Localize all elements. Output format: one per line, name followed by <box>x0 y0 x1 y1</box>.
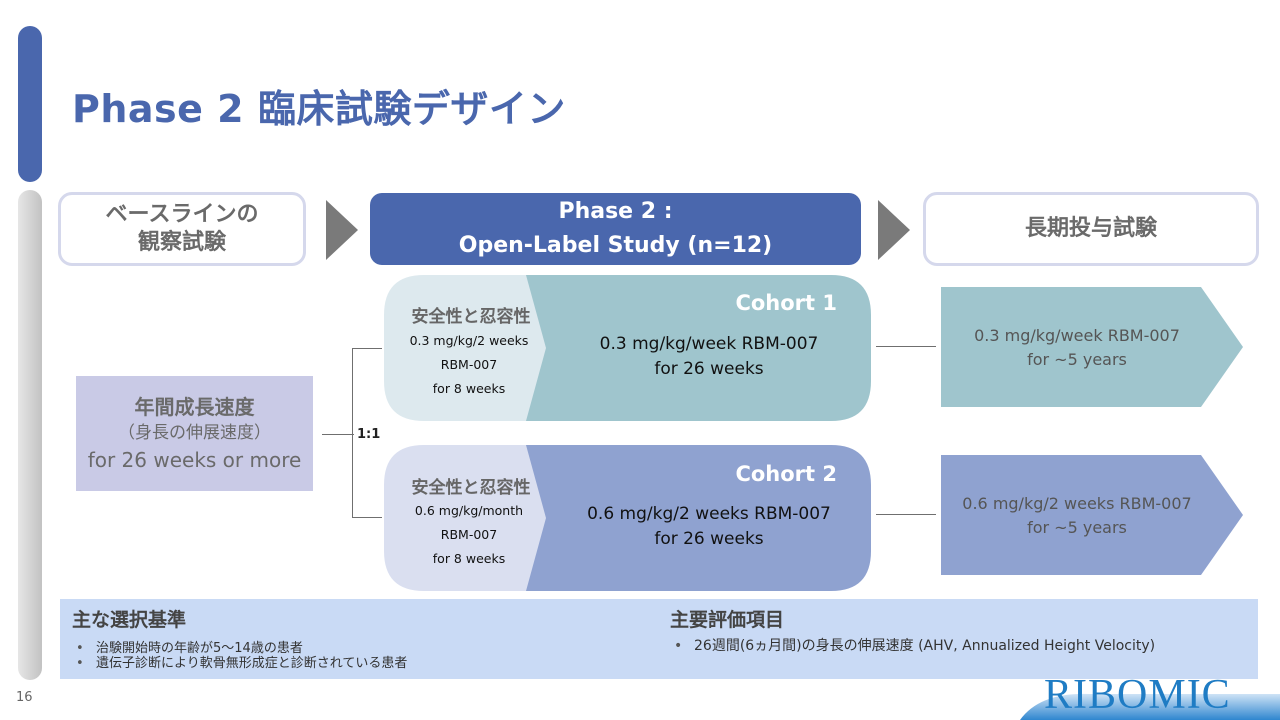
inclusion-criteria-title: 主な選択基準 <box>72 609 187 631</box>
cohort-2-duration: for 26 weeks <box>654 529 764 549</box>
long-term-1-duration: for ~5 years <box>1027 350 1127 369</box>
cohort-2-dose: 0.6 mg/kg/2 weeks RBM-007 for 26 weeks <box>554 502 864 552</box>
page-title: Phase 2 臨床試験デザイン <box>72 87 566 131</box>
cohort-2-safety-dose: 0.6 mg/kg/month RBM-007 for 8 weeks <box>394 499 544 571</box>
cohort-1-safety-title: 安全性と忍容性 <box>411 307 531 327</box>
connector-line <box>876 346 936 347</box>
connector-line <box>352 348 353 518</box>
stage-phase2-line1: Phase 2 : <box>558 199 673 224</box>
long-term-arrow-1-shape <box>941 287 1243 407</box>
title-accent-bar <box>18 26 42 182</box>
cohort-1-label: Cohort 1 <box>735 291 837 315</box>
long-term-2-text: 0.6 mg/kg/2 weeks RBM-007 for ~5 years <box>941 492 1213 540</box>
randomization-ratio: 1:1 <box>357 427 381 442</box>
growth-title: 年間成長速度 <box>134 394 255 419</box>
cohort-2-dose-amount: 0.6 mg/kg/2 weeks RBM-007 <box>587 504 831 524</box>
cohort-1-dose: 0.3 mg/kg/week RBM-007 for 26 weeks <box>554 332 864 382</box>
growth-velocity-box: 年間成長速度 （身長の伸展速度） for 26 weeks or more <box>76 376 313 491</box>
cohort-1-dose-amount: 0.3 mg/kg/week RBM-007 <box>599 334 819 354</box>
stage-baseline-line1: ベースラインの <box>105 202 259 227</box>
primary-endpoint-title: 主要評価項目 <box>670 609 785 631</box>
stage-long-term: 長期投与試験 <box>923 192 1259 266</box>
long-term-2-dose: 0.6 mg/kg/2 weeks RBM-007 <box>962 494 1192 513</box>
stage-baseline-line2: 観察試験 <box>137 230 226 255</box>
cohort-1-safety-dose: 0.3 mg/kg/2 weeks RBM-007 for 8 weeks <box>394 329 544 401</box>
long-term-cohort-1: 0.3 mg/kg/week RBM-007 for ~5 years <box>941 287 1243 407</box>
long-term-arrow-2-shape <box>941 455 1243 575</box>
page-number: 16 <box>16 690 33 705</box>
ribomic-logo: RIBOMIC <box>1020 672 1280 720</box>
cohort-2-shape <box>384 445 871 591</box>
stage-phase2-line2: Open-Label Study (n=12) <box>458 233 773 258</box>
growth-duration: for 26 weeks or more <box>87 447 302 472</box>
inclusion-criteria-item: 治験開始時の年齢が5～14歳の患者 <box>60 641 407 656</box>
connector-line <box>352 348 382 349</box>
cohort-2-main-phase <box>526 445 871 591</box>
connector-line <box>352 517 382 518</box>
connector-line <box>876 514 936 515</box>
cohort-1-duration: for 26 weeks <box>654 359 764 379</box>
stage-arrow-icon <box>878 200 910 260</box>
cohort-2-safety-phase <box>384 445 552 591</box>
cohort-1-shape <box>384 275 871 421</box>
cohort-2-safety-duration: for 8 weeks <box>432 551 506 566</box>
cohort-1-main-phase <box>526 275 871 421</box>
long-term-1-dose: 0.3 mg/kg/week RBM-007 <box>974 326 1180 345</box>
side-decoration-bar <box>18 190 42 680</box>
long-term-1-text: 0.3 mg/kg/week RBM-007 for ~5 years <box>941 324 1213 372</box>
cohort-1-safety-duration: for 8 weeks <box>432 381 506 396</box>
cohort-1: 安全性と忍容性 0.3 mg/kg/2 weeks RBM-007 for 8 … <box>384 275 871 421</box>
connector-line <box>322 434 354 435</box>
cohort-1-safety-dose-amount: 0.3 mg/kg/2 weeks <box>409 333 529 348</box>
stage-phase2: Phase 2 : Open-Label Study (n=12) <box>370 193 861 265</box>
cohort-1-safety-phase <box>384 275 552 421</box>
long-term-arrow-2 <box>941 455 1243 575</box>
primary-endpoint-list: 26週間(6ヵ月間)の身長の伸展速度 (AHV, Annualized Heig… <box>658 639 1155 655</box>
logo-text: RIBOMIC <box>1044 672 1231 718</box>
long-term-arrow-1 <box>941 287 1243 407</box>
cohort-2: 安全性と忍容性 0.6 mg/kg/month RBM-007 for 8 we… <box>384 445 871 591</box>
inclusion-criteria-list: 治験開始時の年齢が5～14歳の患者 遺伝子診断により軟骨無形成症と診断されている… <box>60 641 407 671</box>
cohort-1-safety-drug: RBM-007 <box>440 357 498 372</box>
cohort-2-safety-drug: RBM-007 <box>440 527 498 542</box>
stage-baseline-observation: ベースラインの 観察試験 <box>58 192 306 266</box>
growth-subtitle: （身長の伸展速度） <box>118 422 271 443</box>
stage-long-term-label: 長期投与試験 <box>1024 216 1157 241</box>
cohort-2-safety-dose-amount: 0.6 mg/kg/month <box>414 503 524 518</box>
inclusion-criteria-item: 遺伝子診断により軟骨無形成症と診断されている患者 <box>60 656 407 671</box>
criteria-panel: 主な選択基準 治験開始時の年齢が5～14歳の患者 遺伝子診断により軟骨無形成症と… <box>60 599 1258 679</box>
long-term-cohort-2: 0.6 mg/kg/2 weeks RBM-007 for ~5 years <box>941 455 1243 575</box>
long-term-2-duration: for ~5 years <box>1027 518 1127 537</box>
primary-endpoint-item: 26週間(6ヵ月間)の身長の伸展速度 (AHV, Annualized Heig… <box>658 639 1155 655</box>
logo-swoosh-icon <box>1020 693 1280 720</box>
stage-arrow-icon <box>326 200 358 260</box>
cohort-2-safety-title: 安全性と忍容性 <box>411 478 531 498</box>
cohort-2-label: Cohort 2 <box>735 462 837 486</box>
